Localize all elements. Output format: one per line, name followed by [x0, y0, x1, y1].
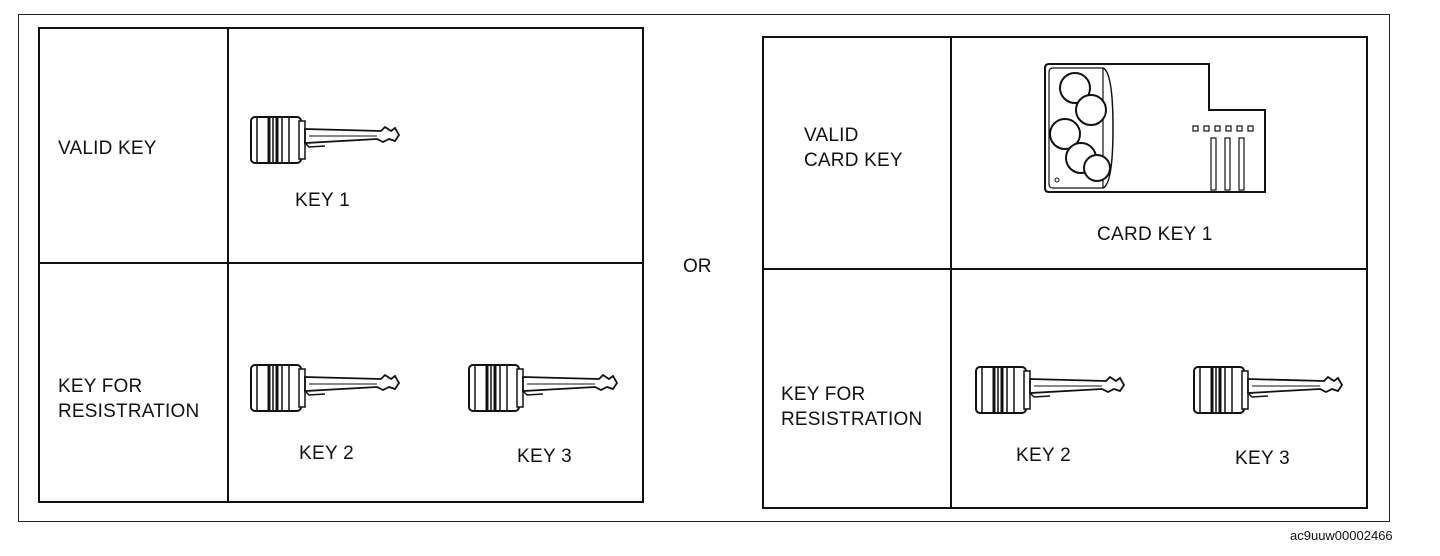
- key-icon: [974, 365, 1126, 415]
- key-icon: [249, 363, 401, 413]
- card-key1-caption: CARD KEY 1: [1097, 224, 1213, 245]
- key-icon: [467, 363, 619, 413]
- left-registration-key-label: KEY FOR RESISTRATION: [58, 376, 200, 422]
- card-key-icon: [1044, 63, 1266, 193]
- key-icon: [1192, 365, 1344, 415]
- left-table: [38, 27, 644, 503]
- right-table-column-divider: [950, 36, 952, 509]
- figure-frame: [18, 14, 1390, 522]
- or-connector: OR: [683, 256, 712, 277]
- left-valid-key-label: VALID KEY: [58, 138, 157, 159]
- right-key3-caption: KEY 3: [1235, 448, 1291, 469]
- left-key3-caption: KEY 3: [517, 446, 573, 467]
- left-table-row-divider: [38, 262, 644, 264]
- right-key2-caption: KEY 2: [1016, 445, 1072, 466]
- left-key2-caption: KEY 2: [299, 443, 355, 464]
- left-table-column-divider: [227, 27, 229, 503]
- left-key1-caption: KEY 1: [295, 190, 351, 211]
- right-registration-key-label: KEY FOR RESISTRATION: [781, 384, 923, 430]
- right-table: [762, 36, 1368, 509]
- right-table-row-divider: [762, 268, 1368, 270]
- key-icon: [249, 115, 401, 165]
- figure-code: ac9uuw00002466: [1290, 528, 1393, 543]
- right-valid-card-key-label: VALID CARD KEY: [804, 125, 903, 171]
